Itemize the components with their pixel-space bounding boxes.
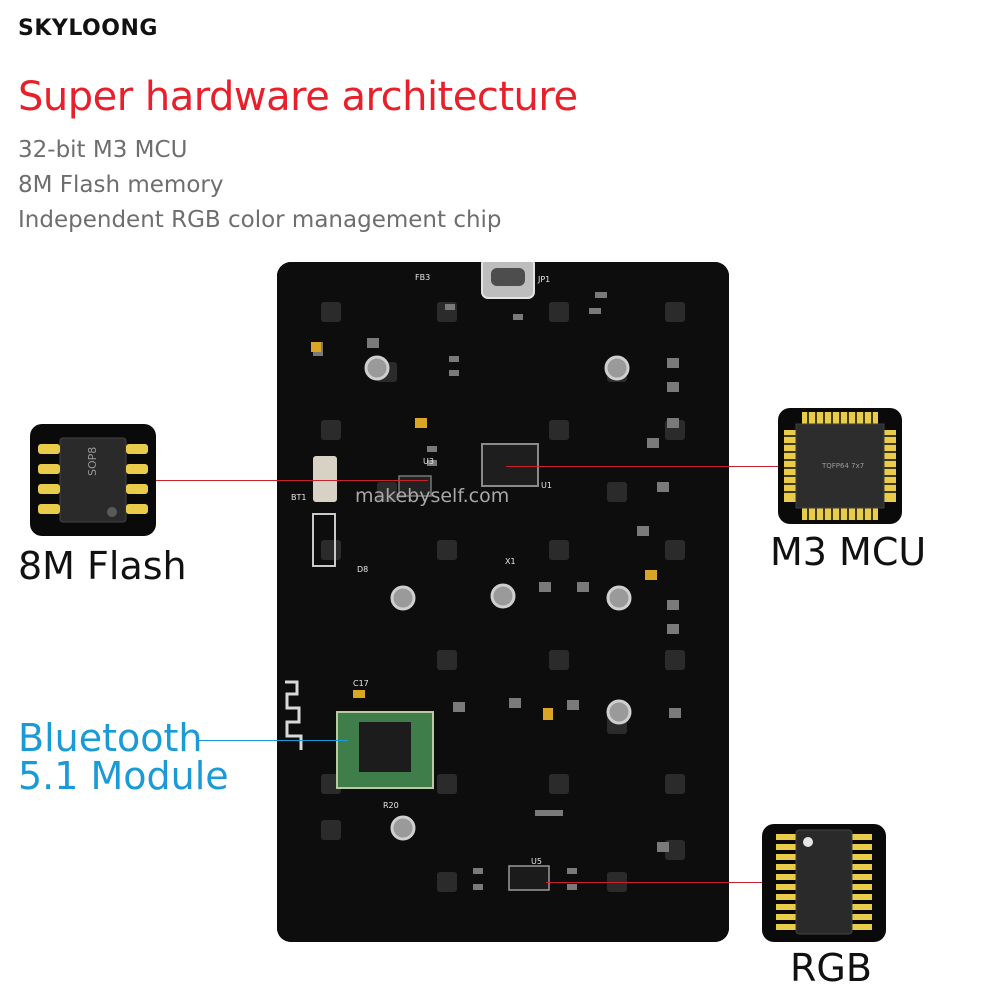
rgb-leader-line	[546, 882, 762, 883]
feature-rgb: Independent RGB color management chip	[18, 207, 502, 233]
silk-u5: U5	[531, 857, 542, 866]
silk-bt1: BT1	[291, 493, 306, 502]
mcu-chip-closeup: TQFP64 7x7	[778, 408, 902, 524]
flash-chip-closeup: SOP8	[30, 424, 156, 536]
silk-r20: R20	[383, 801, 399, 810]
flash-leader-line	[156, 480, 428, 481]
mcu-marking: TQFP64 7x7	[821, 462, 864, 470]
sop-marking: SOP8	[86, 447, 99, 476]
pcb-board: FB3 JP1 U3 U1 X1 BT1 R20 C17 U5 D8 makeb…	[277, 262, 729, 942]
silk-u3: U3	[423, 457, 434, 466]
bluetooth-leader-line	[198, 740, 348, 741]
brand-logo: SKYLOONG	[18, 16, 158, 41]
callout-bluetooth-line1: Bluetooth	[18, 716, 203, 760]
rgb-driver-chip-icon	[776, 829, 872, 935]
silk-c17: C17	[353, 679, 369, 688]
silk-u1: U1	[541, 481, 552, 490]
board-watermark: makebyself.com	[355, 485, 509, 507]
feature-mcu: 32-bit M3 MCU	[18, 137, 188, 163]
sop8-chip-icon: SOP8	[38, 437, 148, 523]
callout-bluetooth-line2: 5.1 Module	[18, 754, 229, 798]
callout-rgb: RGB	[790, 946, 872, 990]
silk-x1: X1	[505, 557, 516, 566]
feature-flash: 8M Flash memory	[18, 172, 224, 198]
callout-mcu: M3 MCU	[770, 530, 927, 574]
page-headline: Super hardware architecture	[18, 74, 578, 120]
silk-jp1: JP1	[537, 275, 550, 284]
pcb-illustration: FB3 JP1 U3 U1 X1 BT1 R20 C17 U5 D8 makeb…	[277, 262, 729, 942]
silk-fb3: FB3	[415, 273, 430, 282]
rgb-chip-closeup	[762, 824, 886, 942]
callout-flash: 8M Flash	[18, 544, 187, 588]
mcu-leader-line	[506, 466, 778, 467]
tqfp64-chip-icon: TQFP64 7x7	[784, 412, 896, 520]
silk-d8: D8	[357, 565, 368, 574]
